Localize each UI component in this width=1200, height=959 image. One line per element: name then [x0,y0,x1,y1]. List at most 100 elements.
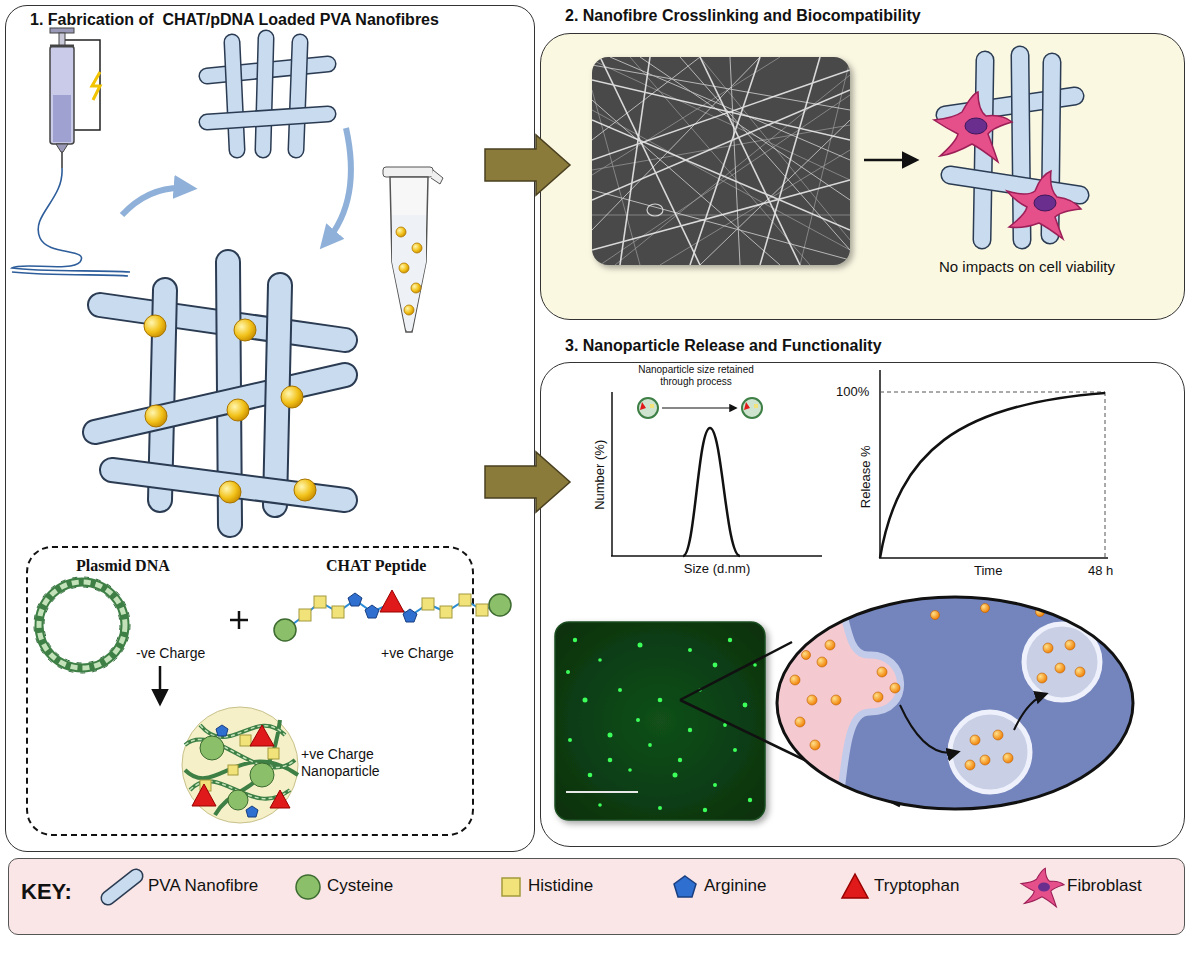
sem-image [592,90,850,200]
size-chart [611,392,613,556]
size-chart [640,402,646,410]
chat-pdna-nanoparticle [182,707,298,823]
syringe [50,45,74,48]
fluorescence-image [608,733,613,738]
component-label: CHAT Peptide [326,556,456,575]
cell-uptake [770,590,1140,820]
size-chart [754,404,758,408]
fluorescence-image [733,748,737,752]
process-arrow [864,160,916,161]
chat-peptide [314,596,326,608]
plasmid-dna [44,587,120,663]
process-arrow [326,128,351,242]
sem-image [592,57,850,265]
fluorescence-image [748,798,752,802]
sem-image [800,60,850,265]
cell-uptake [807,695,817,705]
loaded-nanofibre-mesh [160,290,165,500]
sem-image [592,57,850,265]
chat-pdna-nanoparticle [250,763,274,787]
chat-peptide [348,593,362,606]
plus-sign [230,611,248,629]
chat-pdna-nanoparticle [250,725,274,746]
fibroblast [1034,195,1056,211]
plus-sign [238,611,241,629]
chat-pdna-nanoparticle [228,765,238,775]
nanofibre-mesh [207,38,328,150]
fibroblast [934,92,1012,162]
panel-title: 1. Fabrication of CHAT/pDNA Loaded PVA N… [30,10,530,29]
charge-label: +ve Charge [381,645,471,662]
sem-image [592,120,850,230]
legend-symbol [674,876,696,897]
cell-uptake [970,735,980,745]
loaded-nanofibre-mesh [275,285,280,505]
cell-uptake [1003,753,1013,763]
chat-pdna-nanoparticle [185,720,298,815]
cell-uptake [1055,663,1065,673]
cell-uptake [1014,694,1046,730]
sem-image [592,57,700,140]
cell-uptake [810,740,820,750]
loaded-nanofibre-mesh [100,305,345,340]
zoom-line [680,700,900,806]
sem-image [592,65,850,110]
cell-uptake [1036,608,1045,617]
fluorescence-image [723,723,727,727]
fluorescence-image [688,648,692,652]
sem-image [592,70,850,160]
cell-uptake [1043,643,1053,653]
nanoparticle [144,315,166,337]
nanofibre-mesh [1050,62,1052,235]
panel-box: Plasmid DNACHAT Peptide-ve Charge+ve Cha… [5,5,535,852]
fluorescence-image [598,658,602,662]
nanofibre-mesh [263,38,266,150]
sem-image [620,57,650,265]
fluorescence-image [673,773,678,778]
syringe [56,144,68,152]
component-label: Plasmid DNA [76,556,206,575]
chat-peptide [403,609,417,622]
plasmid-dna [34,577,130,673]
syringe [62,40,100,130]
nanofibre-mesh [945,96,1075,115]
cell-uptake [795,717,805,727]
nanofibre-mesh [296,42,300,150]
legend-symbol [108,868,1064,907]
cell-uptake [993,730,1003,740]
release-chart [880,392,1105,393]
sem-image [592,215,850,216]
sem-image [680,57,850,250]
chat-pdna-nanoparticle [185,725,295,799]
sem-image [600,57,700,265]
fluorescence-image [568,738,572,742]
eppendorf-tube [383,167,433,177]
fluorescence-image [566,791,638,793]
cell-uptake [1024,624,1100,700]
legend-symbol [1038,883,1050,892]
eppendorf-tube [404,305,414,315]
eppendorf-tube [431,170,443,184]
panel-title: 2. Nanofibre Crosslinking and Biocompati… [565,6,1165,25]
nanofibre-mesh [207,64,328,76]
nanofibre-mesh [232,42,237,150]
size-chart [742,398,762,418]
nanoparticle [219,481,241,503]
release-chart [1105,392,1106,558]
reaction-arrow [159,666,162,703]
fluorescence-image [713,783,717,787]
cell-uptake [1037,673,1047,683]
cell-uptake [802,651,811,660]
eppendorf-tube [412,243,422,253]
fluorescence-image [713,663,718,668]
plasmid-dna [39,582,125,668]
cell-uptake [890,683,900,693]
nanofibre-mesh [207,114,328,122]
cell-uptake [777,597,1133,809]
fluorescence-image [618,688,622,692]
spinning-jet [12,168,130,276]
fibroblast [965,118,987,134]
chat-peptide [285,600,500,630]
chat-pdna-nanoparticle [216,725,228,736]
sem-image [592,57,780,175]
